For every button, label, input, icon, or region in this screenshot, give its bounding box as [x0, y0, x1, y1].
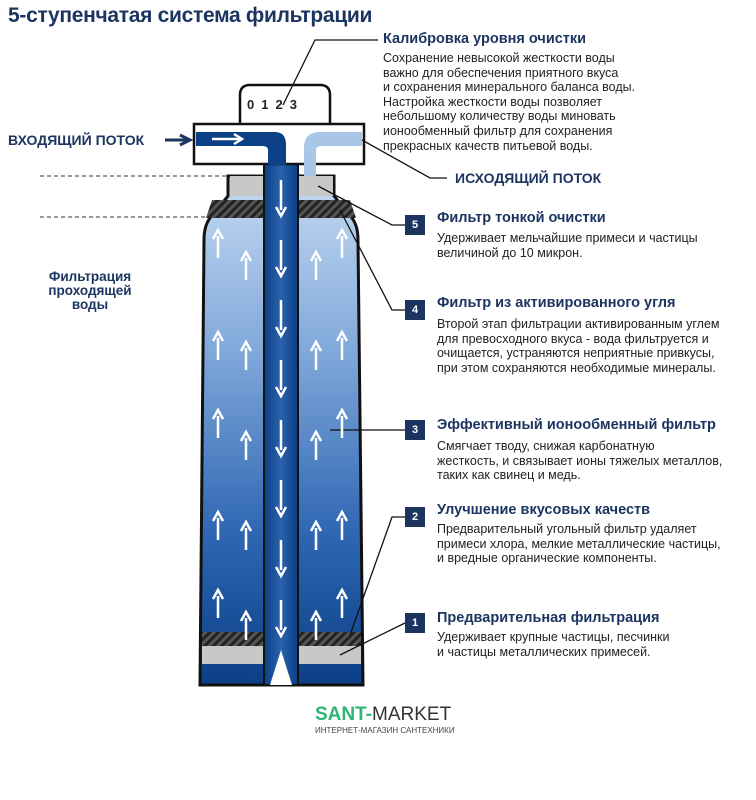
arrow-up-icon	[239, 339, 253, 370]
stage-heading: Фильтр тонкой очистки	[437, 210, 606, 226]
side-label: Фильтрация проходящей воды	[40, 270, 140, 312]
arrow-down-icon	[274, 540, 288, 579]
text-line: очищается, устраняются неприятные привку…	[437, 346, 715, 361]
arrow-up-icon	[335, 407, 349, 438]
text-line: важно для обеспечения приятного вкуса	[383, 65, 619, 80]
arrow-up-icon	[211, 329, 225, 360]
arrow-up-icon	[211, 509, 225, 540]
text-line: Сохранение невысокой жесткости воды	[383, 51, 615, 65]
arrow-up-icon	[309, 609, 323, 640]
text-line: жесткость, и связывает ионы тяжелых мета…	[437, 453, 723, 468]
stage-description: Смягчает тводу, снижая карбонатную жестк…	[437, 439, 722, 483]
arrow-up-icon	[211, 407, 225, 438]
text-line: величиной до 10 микрон.	[437, 245, 583, 260]
text-line: Удерживает мельчайшие примеси и частицы	[437, 231, 698, 245]
dial-mark: 3	[289, 97, 297, 112]
arrow-down-icon	[274, 480, 288, 519]
text-line: примеси хлора, мелкие металлические част…	[437, 536, 721, 551]
arrow-up-icon	[239, 249, 253, 280]
dial-mark: 1	[261, 97, 269, 112]
text-line: и вредные органические компоненты.	[437, 551, 657, 566]
inflow-label: ВХОДЯЩИЙ ПОТОК	[8, 132, 145, 148]
logo-part: MARKET	[372, 704, 452, 725]
arrow-down-icon	[274, 420, 288, 459]
calibration-description: Сохранение невысокой жесткости воды важн…	[383, 51, 635, 153]
text-line: ионообменный фильтр для сохранения	[383, 123, 613, 138]
text-line: Смягчает тводу, снижая карбонатную	[437, 439, 655, 453]
arrow-up-icon	[309, 339, 323, 370]
stage-description: Второй этап фильтрации активированным уг…	[437, 317, 720, 375]
arrow-up-icon	[309, 429, 323, 460]
text-line: Удерживает крупные частицы, песчинки	[437, 630, 670, 644]
outflow-label: ИСХОДЯЩИЙ ПОТОК	[455, 170, 602, 186]
stage-heading: Фильтр из активированного угля	[437, 295, 676, 311]
arrow-up-icon	[239, 609, 253, 640]
calibration-dial	[238, 83, 332, 127]
text-line: Предварительный угольный фильтр удаляет	[437, 522, 697, 536]
inflow-pointer-icon	[165, 133, 194, 147]
arrow-up-icon	[211, 587, 225, 618]
text-line: и сохранения минерального баланса воды.	[383, 80, 636, 95]
arrow-down-icon	[274, 600, 288, 639]
inflow-arrow-icon	[212, 132, 245, 146]
page-title: 5-ступенчатая система фильтрации	[8, 4, 373, 27]
stage-number-badge: 4	[405, 300, 425, 320]
stage-description: Удерживает крупные частицы, песчинки и ч…	[437, 630, 670, 659]
dial-mark: 2	[275, 97, 283, 112]
text-line: Фильтрация	[48, 269, 132, 284]
arrow-up-icon	[239, 519, 253, 550]
arrow-up-icon	[239, 429, 253, 460]
arrow-down-icon	[274, 300, 288, 339]
text-line: для превосходного вкуса - вода фильтрует…	[437, 331, 709, 346]
logo-part: SANT-	[315, 704, 372, 725]
stage-heading: Улучшение вкусовых качеств	[437, 502, 651, 518]
stage-number-badge: 3	[405, 420, 425, 440]
stage-number-badge: 1	[405, 613, 425, 633]
arrow-up-icon	[309, 249, 323, 280]
text-line: проходящей	[48, 283, 132, 298]
arrow-up-icon	[309, 519, 323, 550]
stage-description: Удерживает мельчайшие примеси и частицы …	[437, 231, 698, 260]
calibration-heading: Калибровка уровня очистки	[383, 31, 587, 47]
arrow-down-icon	[274, 240, 288, 279]
arrow-up-icon	[211, 227, 225, 258]
stage-number-badge: 5	[405, 215, 425, 235]
text-line: воды	[71, 297, 109, 312]
text-line: Второй этап фильтрации активированным уг…	[437, 317, 720, 331]
outlet-pipe	[304, 132, 362, 176]
text-line: прекрасных качеств питьевой воды.	[383, 138, 593, 153]
tube-base-cone	[270, 650, 292, 685]
text-line: при этом сохраняются необходимые минерал…	[437, 360, 716, 375]
stage-number-badge: 2	[405, 507, 425, 527]
arrow-down-icon	[274, 360, 288, 399]
text-line: таких как свинец и медь.	[437, 468, 581, 483]
stage-description: Предварительный угольный фильтр удаляет …	[437, 522, 721, 566]
arrow-down-icon	[274, 180, 288, 219]
text-line: небольшому количеству воды миновать	[383, 109, 616, 124]
stage-heading: Предварительная фильтрация	[437, 610, 660, 626]
text-line: Настройка жесткости воды позволяет	[383, 94, 603, 109]
arrow-up-icon	[335, 227, 349, 258]
arrow-up-icon	[335, 509, 349, 540]
arrow-up-icon	[335, 329, 349, 360]
center-tube	[263, 149, 299, 686]
dial-scale: 0 1 2 3	[247, 97, 297, 112]
arrow-up-icon	[335, 587, 349, 618]
dial-mark: 0	[247, 97, 255, 112]
text-line: и частицы металлических примесей.	[437, 644, 651, 659]
stage-heading: Эффективный ионообменный фильтр	[437, 417, 716, 433]
brand-tagline: ИНТЕРНЕТ-МАГАЗИН САНТЕХНИКИ	[315, 726, 455, 735]
brand-logo: SANT-MARKET	[315, 704, 451, 726]
